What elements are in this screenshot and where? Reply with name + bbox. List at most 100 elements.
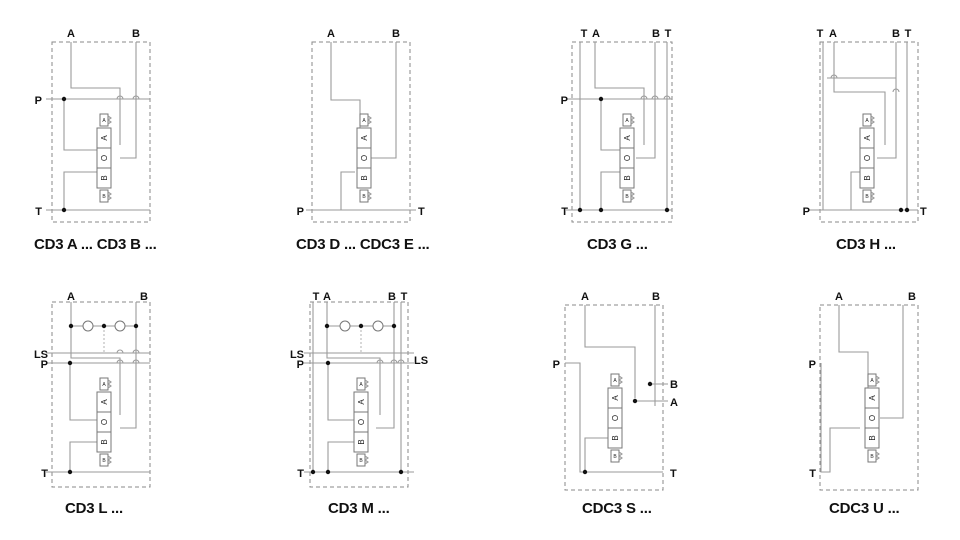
junction-dot — [898, 207, 904, 213]
spring-icon — [618, 375, 623, 385]
line-crossover — [116, 95, 124, 100]
port-label: T — [561, 206, 568, 218]
flow-line — [600, 171, 620, 210]
valve-position-label: B — [611, 435, 620, 440]
port-label: A — [67, 28, 75, 40]
port-label: T — [35, 206, 42, 218]
solenoid-b-label: B — [870, 454, 874, 460]
caption-cdc3-s: CDC3 S ... — [582, 500, 652, 517]
junction-dot — [61, 96, 67, 102]
junction-dot — [67, 469, 73, 475]
line-crossover — [132, 359, 140, 364]
valve-position-label: B — [100, 439, 109, 444]
flow-line — [584, 437, 608, 472]
valve-position-label: O — [623, 155, 632, 161]
junction-dot — [598, 207, 604, 213]
port-label: T — [665, 28, 672, 40]
valve-position-label: B — [100, 175, 109, 180]
port-label: P — [809, 359, 816, 371]
check-valve-icon — [114, 320, 126, 332]
port-label: T — [581, 28, 588, 40]
spring-icon — [107, 191, 112, 201]
flow-line — [330, 42, 361, 145]
junction-dot — [664, 207, 670, 213]
flow-line — [820, 363, 860, 473]
block-outline — [571, 41, 673, 223]
valve-position-label: B — [863, 175, 872, 180]
flow-line — [63, 99, 97, 151]
port-label: A — [323, 291, 331, 303]
valve-position-label: A — [357, 399, 366, 405]
port-label: T — [313, 291, 320, 303]
flow-line — [327, 441, 354, 472]
flow-line — [326, 302, 381, 415]
junction-dot — [133, 323, 139, 329]
spring-icon — [870, 191, 875, 201]
line-crossover — [132, 95, 140, 100]
port-label: T — [817, 28, 824, 40]
junction-dot — [598, 96, 604, 102]
flow-line — [120, 42, 137, 159]
flow-line — [327, 363, 354, 421]
port-label: T — [297, 468, 304, 480]
port-label: B — [140, 291, 148, 303]
valve-position-label: O — [100, 419, 109, 425]
caption-cd3-a-b: CD3 A ... CD3 B ... — [34, 236, 157, 253]
port-label: LS — [290, 349, 304, 361]
junction-dot — [904, 207, 910, 213]
valve-position-label: O — [357, 419, 366, 425]
flow-line — [70, 42, 121, 145]
solenoid-a-label: A — [102, 382, 106, 388]
solenoid-a-label: A — [362, 118, 366, 124]
valve-position-label: B — [357, 439, 366, 444]
flow-line — [594, 42, 645, 145]
port-label: A — [835, 291, 843, 303]
block-outline — [51, 41, 151, 223]
port-label: P — [803, 206, 810, 218]
port-label: A — [67, 291, 75, 303]
flow-line — [880, 305, 904, 419]
flow-line — [70, 302, 121, 415]
junction-dot — [647, 381, 653, 387]
solenoid-b-label: B — [613, 454, 617, 460]
flow-line — [69, 441, 97, 472]
valve-position-label: B — [868, 435, 877, 440]
valve-position-box — [96, 431, 112, 453]
valve-position-box — [619, 167, 635, 189]
flow-line — [69, 363, 97, 421]
line-crossover — [116, 349, 124, 354]
port-label: P — [561, 95, 568, 107]
line-crossover — [390, 359, 398, 364]
junction-dot — [68, 323, 74, 329]
port-label: P — [297, 359, 304, 371]
caption-cd3-m: CD3 M ... — [328, 500, 390, 517]
junction-dot — [324, 323, 330, 329]
flow-line — [565, 362, 663, 473]
solenoid-a-label: A — [359, 382, 363, 388]
port-label: T — [401, 291, 408, 303]
valve-position-box — [96, 167, 112, 189]
solenoid-a-label: A — [102, 118, 106, 124]
port-label: T — [905, 28, 912, 40]
solenoid-b-label: B — [362, 194, 366, 200]
caption-cd3-l: CD3 L ... — [65, 500, 123, 517]
check-valve-icon — [339, 320, 351, 332]
port-label: T — [670, 468, 677, 480]
spring-icon — [107, 115, 112, 125]
valve-position-label: A — [100, 399, 109, 405]
junction-dot — [310, 469, 316, 475]
valve-position-label: B — [360, 175, 369, 180]
